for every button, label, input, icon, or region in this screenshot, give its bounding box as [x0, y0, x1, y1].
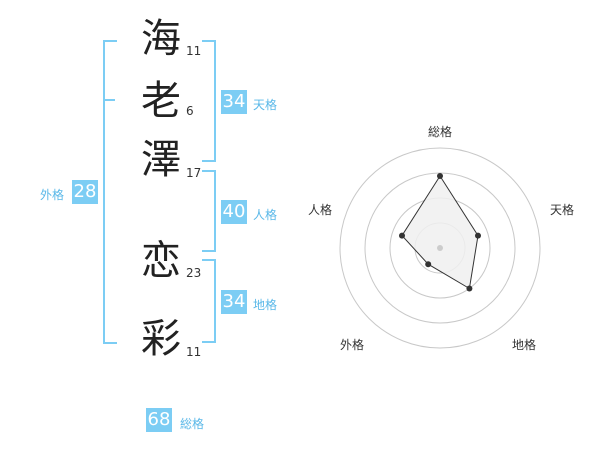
- radar-axis-label-jinkaku: 人格: [308, 203, 333, 217]
- name-char-4: 恋: [141, 238, 181, 284]
- jinkaku-value: 40: [221, 200, 247, 224]
- stroke-count-5: 11: [186, 345, 202, 359]
- radar-polygon: [401, 175, 479, 290]
- radar-axis-label-tenkaku: 天格: [550, 203, 575, 217]
- tenkaku-value: 34: [221, 90, 247, 114]
- radar-axis-label-chikaku: 地格: [512, 338, 537, 352]
- radar-axis-label-gaikaku: 外格: [340, 338, 365, 352]
- stroke-count-3: 17: [186, 166, 202, 180]
- radar-point-2: [466, 285, 473, 292]
- radar-point-3: [425, 261, 432, 268]
- chikaku-value: 34: [221, 290, 247, 314]
- gaikaku-bracket: [103, 40, 117, 344]
- radar-ring-4: [339, 147, 541, 349]
- jinkaku-bracket: [202, 170, 216, 252]
- gaikaku-value: 28: [72, 180, 98, 204]
- radar-center-dot: [437, 245, 443, 251]
- name-char-2: 老: [141, 78, 181, 124]
- stroke-count-1: 11: [186, 44, 202, 58]
- radar-point-1: [475, 232, 481, 239]
- name-char-1: 海: [141, 16, 181, 62]
- tenkaku-bracket: [202, 40, 216, 162]
- tenkaku-label: 天格: [253, 98, 278, 112]
- radar-axis-label-soukaku: 総格: [428, 125, 453, 139]
- gaikaku-label: 外格: [40, 188, 65, 202]
- jinkaku-label: 人格: [253, 208, 278, 222]
- chikaku-bracket: [202, 259, 216, 343]
- stroke-count-2: 6: [186, 104, 194, 118]
- soukaku-value: 68: [146, 408, 172, 432]
- soukaku-label: 総格: [180, 417, 205, 431]
- name-char-5: 彩: [141, 316, 181, 362]
- radar-point-4: [399, 232, 405, 239]
- gaikaku-bracket-tick-top: [103, 99, 115, 101]
- chikaku-label: 地格: [253, 298, 278, 312]
- radar-point-0: [437, 173, 443, 179]
- stroke-count-4: 23: [186, 266, 202, 280]
- name-char-3: 澤: [141, 137, 181, 183]
